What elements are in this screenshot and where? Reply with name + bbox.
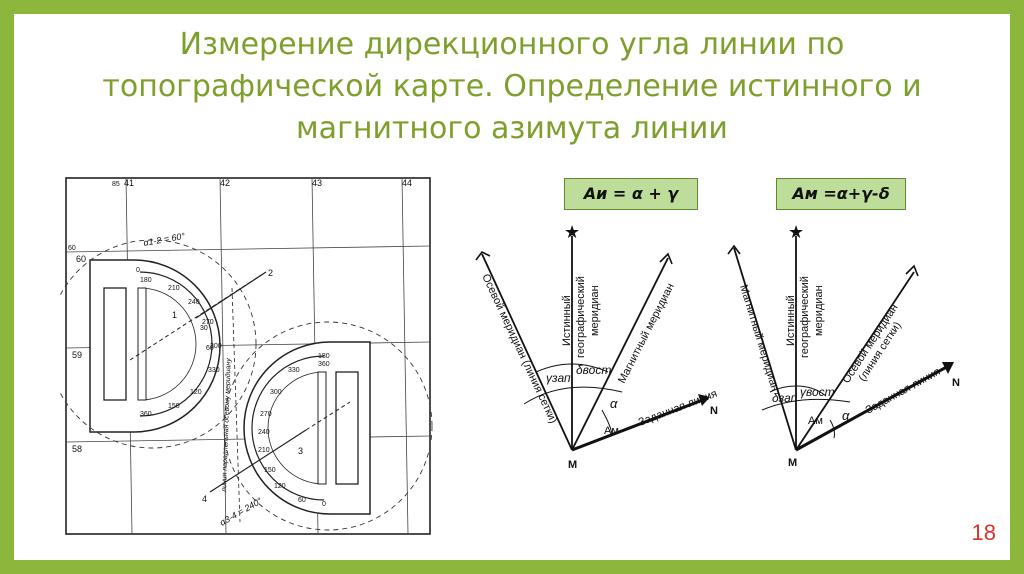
p2-tick-300: 300 <box>270 389 282 396</box>
magnetic-meridian-label: Магнитный меридиан <box>616 281 677 385</box>
alpha-label: α <box>610 396 618 411</box>
star-icon-right: ★ <box>788 222 804 242</box>
point-m-label: M <box>568 459 577 471</box>
point-1: 1 <box>172 310 177 320</box>
gamma-west-label: γзап <box>546 371 571 385</box>
map-left-label-59: 59 <box>72 350 82 360</box>
formula-magnetic-azimuth: Ам =α+γ-δ <box>776 178 906 210</box>
map-protractor-figure: 85 41 42 43 44 60 60 59 58 0 180 210 240… <box>60 177 433 535</box>
axial-meridian-label: Осевой меридиан (линия сетки) <box>479 272 559 425</box>
p1-tick-150: 150 <box>168 403 180 410</box>
map-left-label-60b: 60 <box>76 254 86 264</box>
magnetic-meridian-label-right: Магнитный меридиан <box>737 283 781 392</box>
p2-tick-210: 210 <box>258 447 270 454</box>
map-top-label-41: 41 <box>124 178 134 188</box>
alpha-34-label: α3-4 = 240° <box>218 495 264 527</box>
p2-tick-0: 0 <box>322 501 326 508</box>
p1-tick-360: 360 <box>140 411 152 418</box>
true-meridian-right-line3: меридиан <box>813 285 825 336</box>
delta-west-label: δзап <box>772 391 798 405</box>
slide-title: Измерение дирекционного угла линии по то… <box>14 24 1010 150</box>
true-meridian-right-line1: Истинный <box>785 295 797 346</box>
p2-tick-60: 60 <box>298 497 306 504</box>
map-top-label-44: 44 <box>402 178 412 188</box>
parallel-line-label: линия параллельная осевому меридиану <box>220 358 233 493</box>
point-m-label-right: M <box>788 457 797 469</box>
diagram-magnetic-azimuth: ★ Магнитный меридиан Истинный географиче… <box>727 222 960 469</box>
p1-tick-210: 210 <box>168 285 180 292</box>
point-n-label-right: N <box>952 377 960 389</box>
p1-tick-60: 60 <box>206 345 214 352</box>
formula-true-azimuth: Аи = α + γ <box>564 178 698 210</box>
p2-tick-150: 150 <box>264 467 276 474</box>
slide: Измерение дирекционного угла линии по то… <box>14 14 1010 560</box>
map-left-label-58: 58 <box>72 444 82 454</box>
p2-tick-270: 270 <box>260 411 272 418</box>
map-top-label-85: 85 <box>112 181 120 188</box>
point-n-label: N <box>710 405 718 417</box>
map-left-label-60a: 60 <box>68 245 76 252</box>
p2-tick-360: 360 <box>318 361 330 368</box>
title-line-3: магнитного азимута линии <box>296 111 728 146</box>
alpha-label-right: α <box>842 408 850 423</box>
p1-tick-180: 180 <box>140 277 152 284</box>
p2-tick-240: 240 <box>258 429 270 436</box>
alpha-12-label: α1-2 = 60° <box>143 231 187 248</box>
diagram-true-azimuth: ★ Осевой меридиан (линия сетки) Истинный… <box>475 222 719 471</box>
p1-tick-240: 240 <box>188 299 200 306</box>
point-3: 3 <box>298 446 303 456</box>
p1-tick-270: 270 <box>202 319 214 326</box>
given-line-label-right: Заданная линия <box>864 366 943 417</box>
point-2: 2 <box>268 268 273 278</box>
title-line-1: Измерение дирекционного угла линии по <box>179 27 845 62</box>
p1-tick-0: 0 <box>136 267 140 274</box>
gamma-east-label: γвост <box>800 385 835 399</box>
true-meridian-line2: географический <box>575 276 587 358</box>
true-meridian-line3: меридиан <box>589 285 601 336</box>
p2-tick-120: 120 <box>274 483 286 490</box>
true-meridian-line1: Истинный <box>561 295 573 346</box>
map-top-label-43: 43 <box>312 178 322 188</box>
am-label-right: Ам <box>808 415 823 427</box>
title-line-2: топографической карте. Определение истин… <box>102 69 922 104</box>
page-number: 18 <box>971 520 996 545</box>
p1-tick-30: 30 <box>200 325 208 332</box>
delta-east-label: δвост <box>576 363 611 377</box>
am-label: Ам <box>604 425 619 437</box>
point-4: 4 <box>202 494 207 504</box>
map-top-label-42: 42 <box>220 178 230 188</box>
true-meridian-right-line2: географический <box>799 276 811 358</box>
p1-tick-300: 300 <box>210 343 222 350</box>
p2-tick-330: 330 <box>288 367 300 374</box>
p1-tick-120: 120 <box>190 389 202 396</box>
star-icon: ★ <box>564 222 580 242</box>
p1-tick-330: 330 <box>208 367 220 374</box>
p2-tick-180: 180 <box>318 353 330 360</box>
